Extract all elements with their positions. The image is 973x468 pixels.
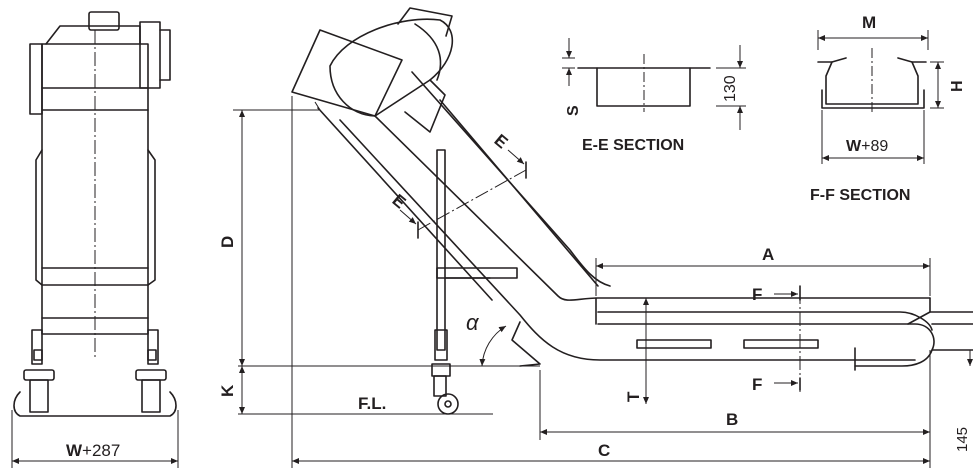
dimension-m-label: M xyxy=(862,13,876,32)
dimension-145-label: 145 xyxy=(954,427,971,452)
floor-level-label: F.L. xyxy=(358,394,386,413)
section-marker-f-lower: F xyxy=(752,375,762,394)
dimension-s-label: S xyxy=(565,105,582,116)
dimension-a-label: A xyxy=(762,245,774,264)
dimension-d-label: D xyxy=(218,236,237,248)
dimension-b-label: B xyxy=(726,410,738,429)
dimension-lines: D K C B A T 145 xyxy=(218,96,973,468)
dimension-k-label: K xyxy=(218,384,237,397)
ee-section-title: E-E SECTION xyxy=(582,137,684,154)
section-marker-e-lower: E xyxy=(389,191,410,213)
angle-alpha-label: α xyxy=(466,310,480,335)
ee-section-detail: S 130 E-E SECTION xyxy=(562,38,746,154)
dimension-c-label: C xyxy=(598,441,610,460)
width-section-label: W+89 xyxy=(846,138,888,155)
ff-section-detail: M H W+89 F-F SECTION xyxy=(810,13,966,204)
ff-section-title: F-F SECTION xyxy=(810,187,910,204)
width-front-label: W+287 xyxy=(66,441,120,460)
front-view: W+287 xyxy=(11,11,179,468)
dimension-130-label: 130 xyxy=(722,75,739,102)
dimension-t-label: T xyxy=(624,391,643,402)
section-marker-e-upper: E xyxy=(491,131,512,153)
dimension-h-label: H xyxy=(949,80,966,92)
section-marker-f-upper: F xyxy=(752,285,762,304)
side-view: E E F F α xyxy=(291,7,973,415)
